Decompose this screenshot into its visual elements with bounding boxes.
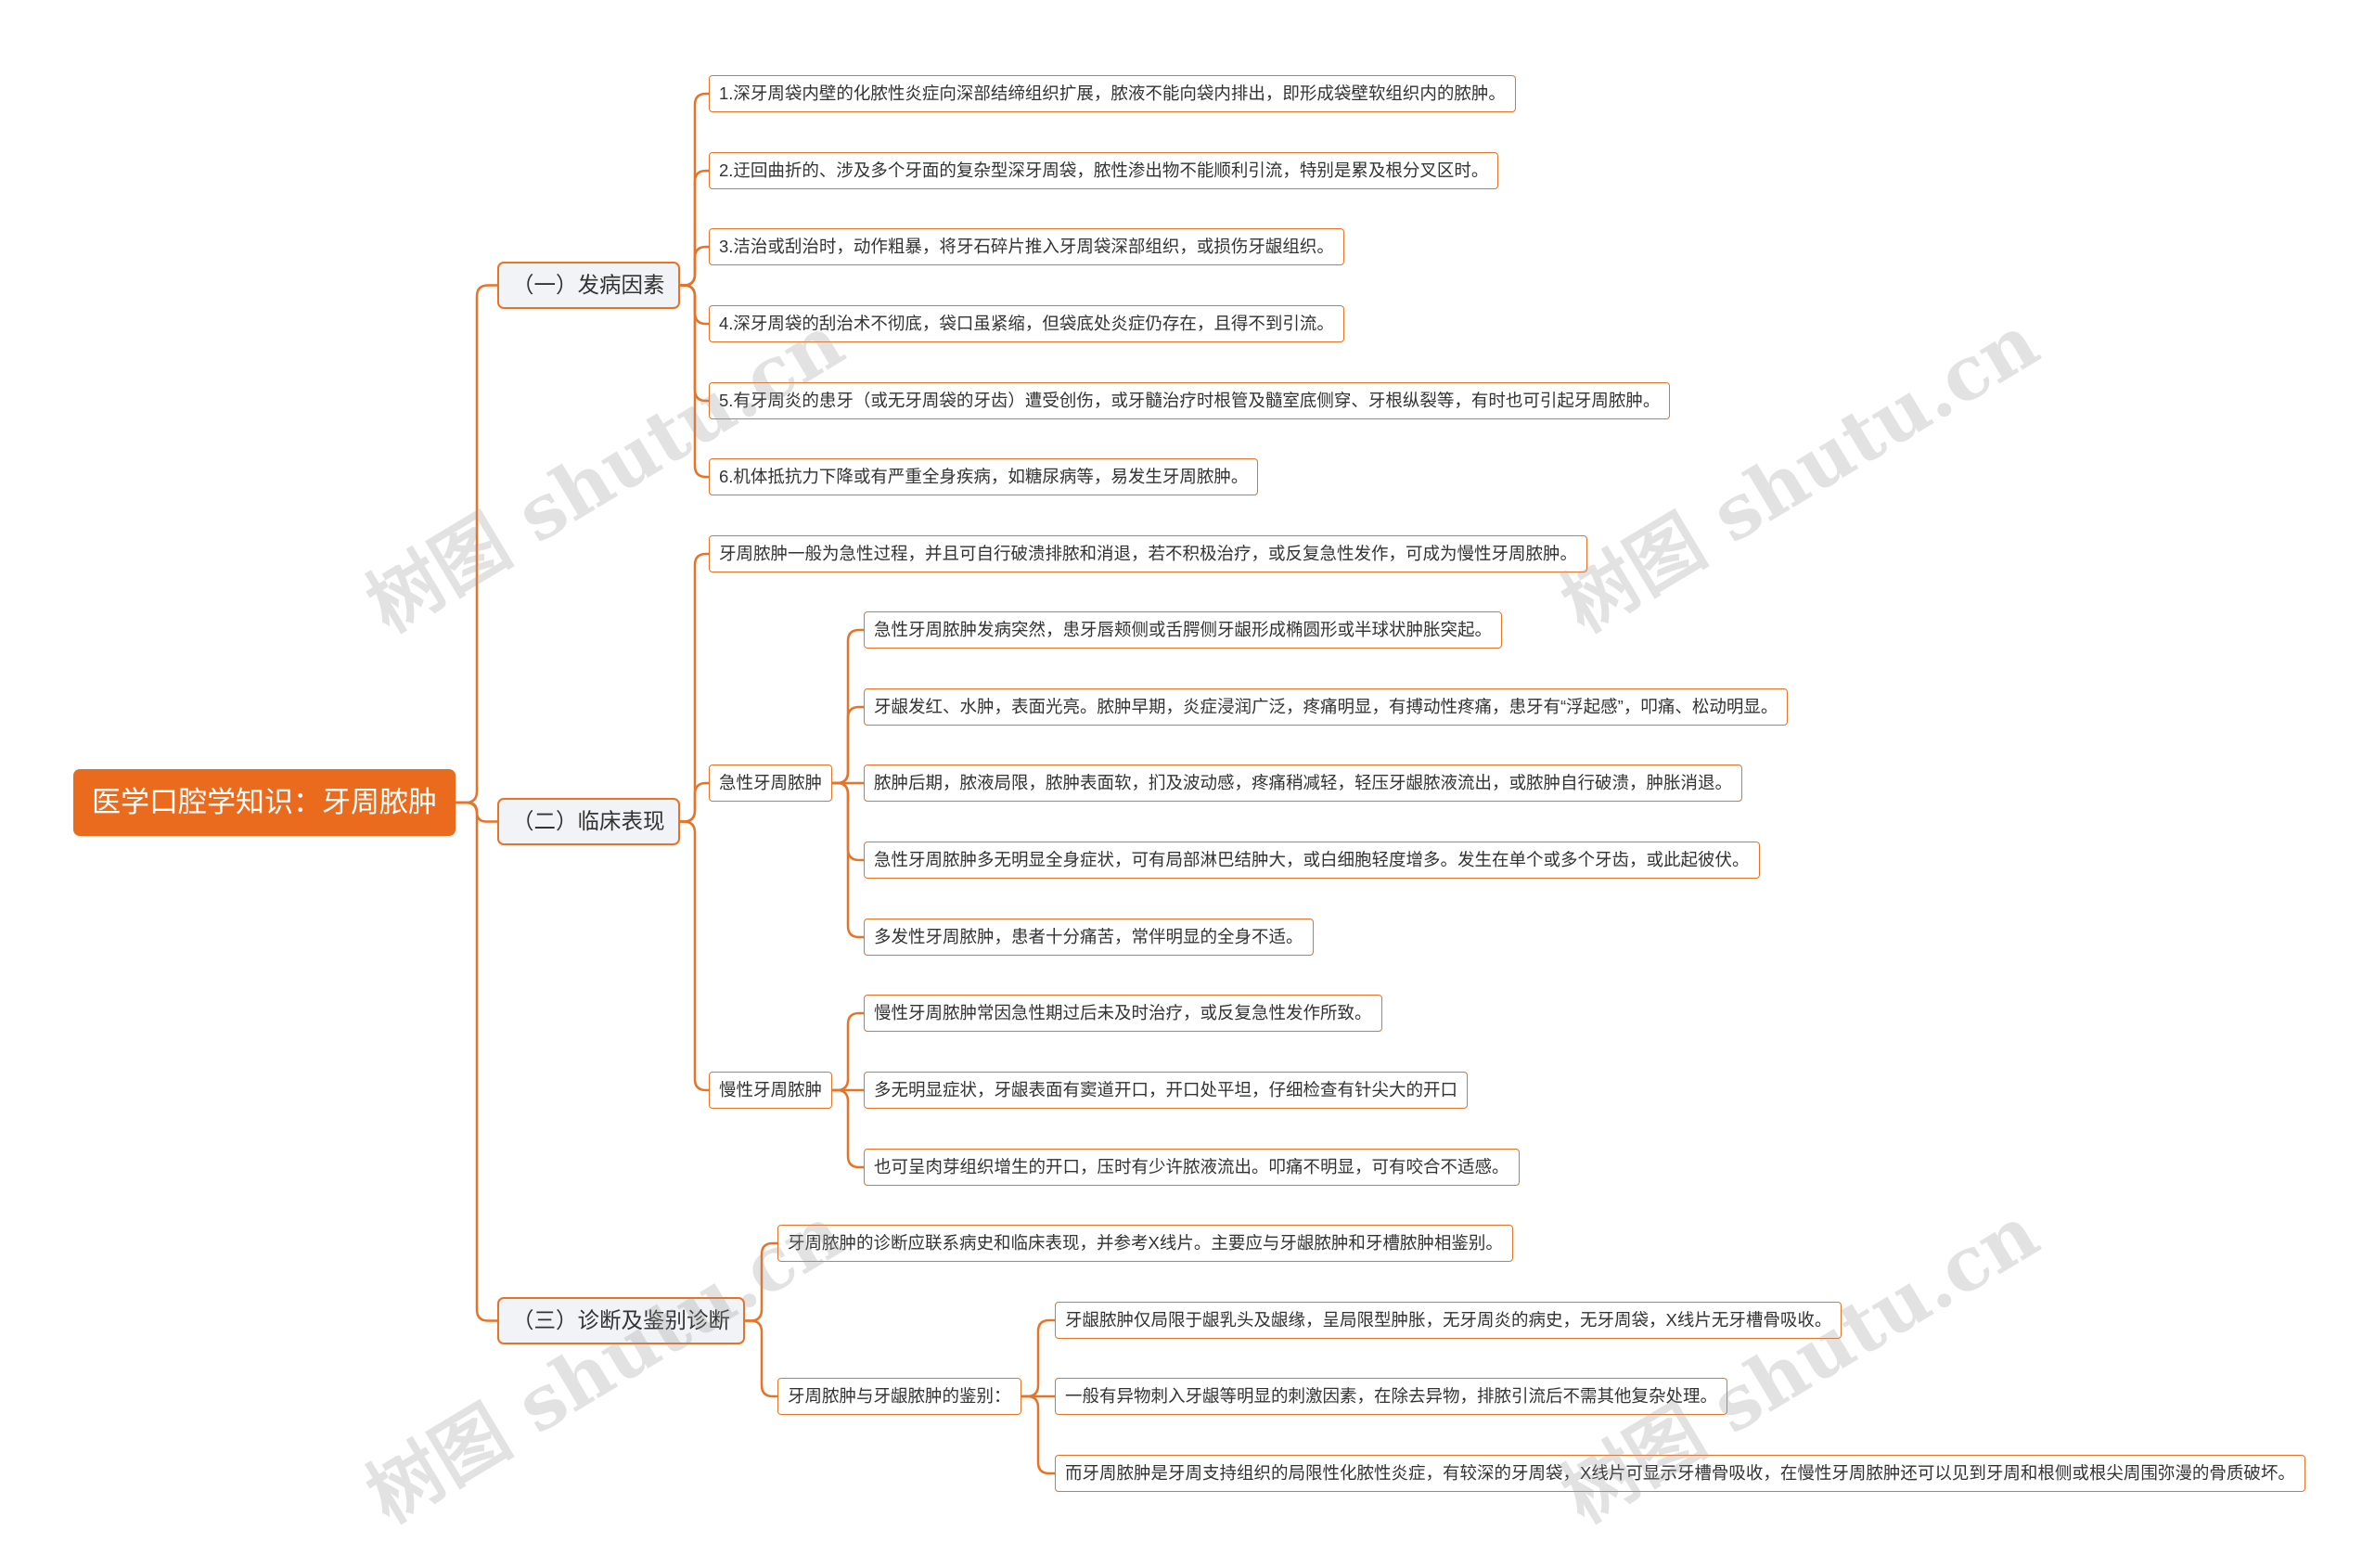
leaf-node[interactable]: 而牙周脓肿是牙周支持组织的局限性化脓性炎症，有较深的牙周袋，X线片可显示牙槽骨吸…	[1055, 1455, 2305, 1492]
watermark: 树图 shutu.cn	[1547, 297, 2053, 649]
watermark: 树图 shutu.cn	[1547, 1188, 2053, 1540]
connector	[680, 552, 709, 823]
leaf-node[interactable]: 1.深牙周袋内壁的化脓性炎症向深部结缔组织扩展，脓液不能向袋内排出，即形成袋壁软…	[709, 75, 1516, 112]
connector	[832, 1088, 864, 1169]
leaf-node[interactable]: 多无明显症状，牙龈表面有窦道开口，开口处平坦，仔细检查有针尖大的开口	[864, 1072, 1469, 1109]
connector	[680, 284, 709, 326]
connector	[745, 1241, 777, 1322]
connector	[680, 820, 709, 1092]
branch-node-causes[interactable]: （一）发病因素	[497, 262, 680, 309]
leaf-node[interactable]: 脓肿后期，脓液局限，脓肿表面软，扪及波动感，疼痛稍减轻，轻压牙龈脓液流出，或脓肿…	[864, 765, 1743, 802]
leaf-node[interactable]: 牙周脓肿的诊断应联系病史和临床表现，并参考X线片。主要应与牙龈脓肿和牙槽脓肿相鉴…	[777, 1225, 1513, 1262]
leaf-node[interactable]: 牙龈脓肿仅局限于龈乳头及龈缘，呈局限型肿胀，无牙周炎的病史，无牙周袋，X线片无牙…	[1055, 1302, 1842, 1339]
connector	[680, 284, 709, 479]
leaf-node[interactable]: 牙龈发红、水肿，表面光亮。脓肿早期，炎症浸润广泛，疼痛明显，有搏动性疼痛，患牙有…	[864, 688, 1789, 726]
leaf-node[interactable]: 2.迂回曲折的、涉及多个牙面的复杂型深牙周袋，脓性渗出物不能顺利引流，特别是累及…	[709, 152, 1499, 189]
branch-node-clinical[interactable]: （二）临床表现	[497, 798, 680, 845]
connector	[456, 284, 497, 804]
subbranch-node-chronic[interactable]: 慢性牙周脓肿	[709, 1072, 833, 1109]
connector	[832, 628, 864, 785]
connector	[832, 1011, 864, 1092]
connector	[680, 169, 709, 287]
leaf-node[interactable]: 多发性牙周脓肿，患者十分痛苦，常伴明显的全身不适。	[864, 919, 1314, 956]
leaf-node[interactable]: 牙周脓肿一般为急性过程，并且可自行破溃排脓和消退，若不积极治疗，或反复急性发作，…	[709, 535, 1588, 572]
subbranch-node-acute[interactable]: 急性牙周脓肿	[709, 765, 833, 802]
root-node[interactable]: 医学口腔学知识：牙周脓肿	[73, 769, 456, 836]
subbranch-node-differential[interactable]: 牙周脓肿与牙龈脓肿的鉴别：	[777, 1378, 1021, 1415]
connector	[456, 801, 497, 1322]
connector	[832, 781, 864, 939]
branch-node-diagnosis[interactable]: （三）诊断及鉴别诊断	[497, 1297, 745, 1344]
leaf-node[interactable]: 也可呈肉芽组织增生的开口，压时有少许脓液流出。叩痛不明显，可有咬合不适感。	[864, 1149, 1520, 1186]
connector	[745, 1319, 777, 1398]
leaf-node[interactable]: 4.深牙周袋的刮治术不彻底，袋口虽紧缩，但袋底处炎症仍存在，且得不到引流。	[709, 305, 1344, 342]
leaf-node[interactable]: 慢性牙周脓肿常因急性期过后未及时治疗，或反复急性发作所致。	[864, 995, 1382, 1032]
leaf-node[interactable]: 3.洁治或刮治时，动作粗暴，将牙石碎片推入牙周袋深部组织，或损伤牙龈组织。	[709, 228, 1344, 265]
leaf-node[interactable]: 急性牙周脓肿多无明显全身症状，可有局部淋巴结肿大，或白细胞轻度增多。发生在单个或…	[864, 842, 1760, 879]
connector	[832, 781, 864, 862]
connector	[680, 92, 709, 287]
leaf-node[interactable]: 急性牙周脓肿发病突然，患牙唇颊侧或舌腭侧牙龈形成椭圆形或半球状肿胀突起。	[864, 611, 1503, 649]
connector	[832, 705, 864, 785]
leaf-node[interactable]: 5.有牙周炎的患牙（或无牙周袋的牙齿）遭受创伤，或牙髓治疗时根管及髓室底侧穿、牙…	[709, 382, 1671, 419]
connector	[456, 801, 497, 823]
connector	[1021, 1394, 1055, 1475]
leaf-node[interactable]: 6.机体抵抗力下降或有严重全身疾病，如糖尿病等，易发生牙周脓肿。	[709, 458, 1259, 495]
connector	[680, 245, 709, 287]
connector	[1021, 1318, 1055, 1398]
leaf-node[interactable]: 一般有异物刺入牙龈等明显的刺激因素，在除去异物，排脓引流后不需其他复杂处理。	[1055, 1378, 1728, 1415]
connector	[680, 781, 709, 823]
connector	[680, 284, 709, 403]
